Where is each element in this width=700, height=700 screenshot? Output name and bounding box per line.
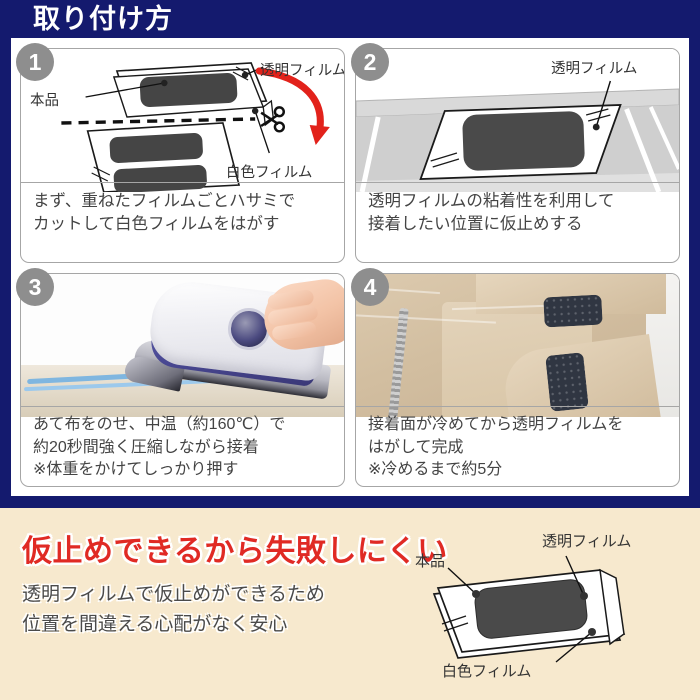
step-1-label-clear-film: 透明フィルム [260,63,344,79]
caption-line: 接着面が冷めてから透明フィルムを [368,416,624,433]
garment-placement-diagram [356,49,679,192]
caption-line: 約20秒間強く圧縮しながら接着 [33,438,259,456]
benefit-label-product: 本品 [415,553,446,570]
iron-photo [21,273,344,417]
caption-line: 接着したい位置に仮止めする [368,215,583,233]
header-band: 取り付け方 [0,0,700,38]
caption-line: 透明フィルムの粘着性を利用して [368,191,615,210]
step-panel-2: 2 [351,43,680,263]
step-4-photo [356,273,679,417]
benefit-label-white-film: 白色フィルム [442,663,532,680]
benefit-diagram: 本品 透明フィルム 白色フィルム [415,528,690,698]
caption-line: ※体重をかけてしっかり押す [33,461,239,478]
benefit-body: 透明フィルムで仮止めができるため 位置を間違える心配がなく安心 [22,580,325,640]
step-3-photo [21,273,344,417]
grip-patch [543,294,603,327]
step-1-illustration: 本品 透明フィルム 白色フィルム [21,49,344,192]
benefit-headline: 仮止めできるから失敗しにくい [22,535,448,568]
step-panel-1: 1 [16,43,345,263]
step-badge-3: 3 [16,267,54,306]
film-layers-diagram [432,555,626,663]
trousers-photo [356,273,679,417]
red-curved-arrow-icon [255,67,330,145]
step-badge-1: 1 [16,43,54,81]
top-navy-frame: 取り付け方 1 [0,0,700,508]
step-4-caption: 接着面が冷めてから透明フィルムを はがして完成 ※冷めるまで約5分 [356,406,679,486]
benefit-label-clear-film: 透明フィルム [542,533,632,550]
step-2-label-clear-film: 透明フィルム [551,61,638,77]
step-panel-3: 3 [16,267,345,487]
film-sheet-cut-diagram [61,62,330,192]
caption-line: まず、重ねたフィルムごとハサミで [33,191,296,210]
step-2-caption: 透明フィルムの粘着性を利用して 接着したい位置に仮止めする [356,181,679,262]
body-line: 透明フィルムで仮止めができるため [22,584,325,605]
step-2-illustration: 透明フィルム [356,49,679,192]
scissors-icon [260,106,286,133]
caption-line: カットして白色フィルムをはがす [33,215,280,233]
step-1-label-product: 本品 [30,93,59,109]
caption-line: はがして完成 [368,438,464,456]
steps-grid: 1 [11,38,689,496]
step-1-label-white-film: 白色フィルム [226,165,313,181]
benefit-section: 仮止めできるから失敗しにくい 透明フィルムで仮止めができるため 位置を間違える心… [0,508,700,700]
step-panel-4: 4 [351,267,680,487]
body-line: 位置を間違える心配がなく安心 [22,614,288,635]
step-badge-2: 2 [351,43,389,81]
step-badge-4: 4 [351,267,389,306]
caption-line: ※冷めるまで約5分 [368,461,503,478]
grip-patch [545,351,589,412]
step-3-caption: あて布をのせ、中温（約160℃）で 約20秒間強く圧縮しながら接着 ※体重をかけ… [21,406,344,486]
panels-area: 1 [11,38,689,496]
page-title: 取り付け方 [33,4,173,34]
caption-line: あて布をのせ、中温（約160℃）で [33,416,286,433]
step-1-caption: まず、重ねたフィルムごとハサミで カットして白色フィルムをはがす [21,181,344,262]
